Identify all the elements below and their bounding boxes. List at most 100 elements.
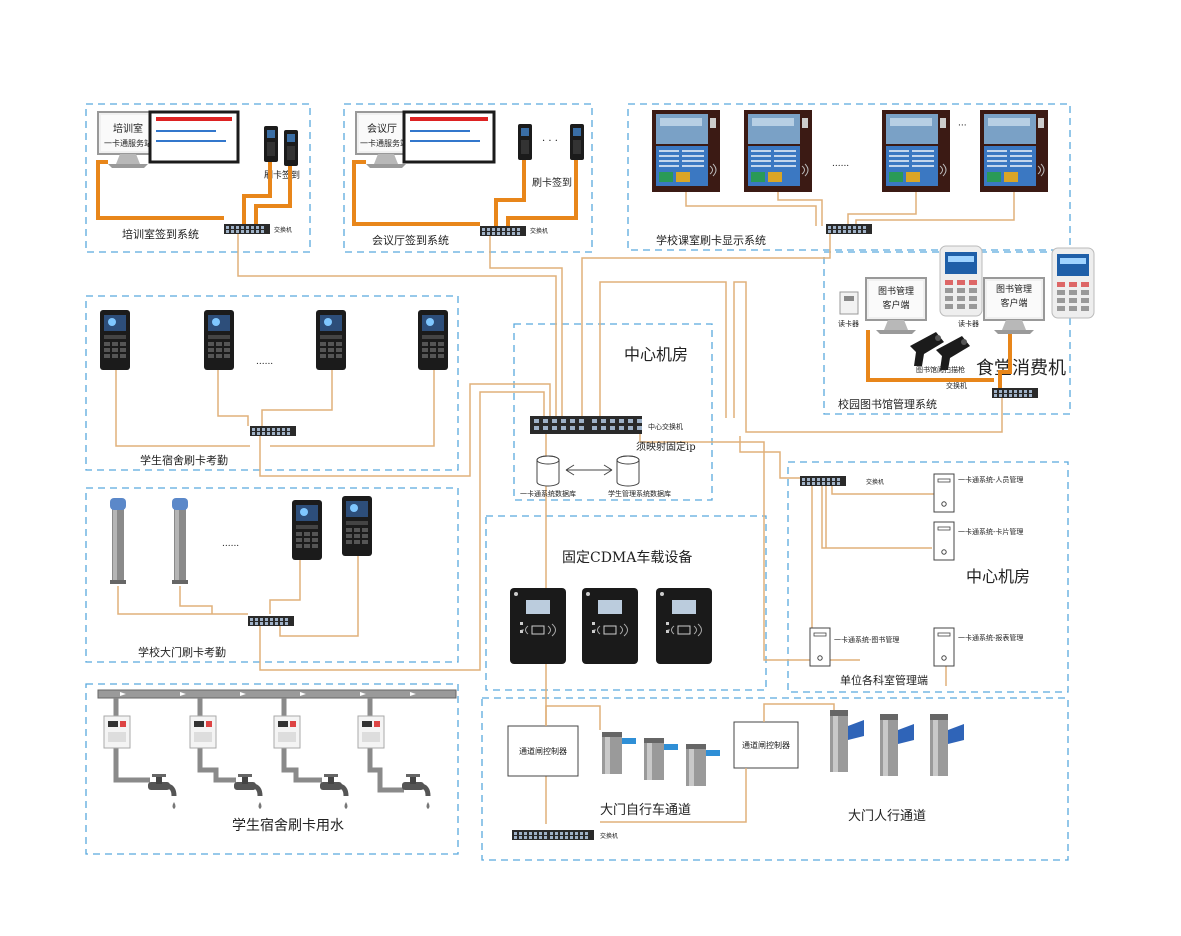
channel-bike-label: 大门自行车通道 (600, 802, 691, 818)
channel-system: 通道闸控制器 通道闸控制器 大门自行车通道 大门人行通道 交换机 (507, 703, 964, 840)
center-room: 中心机房 中心交换机 须映射固定ip 一卡通系统数据库 学生管理系统数据库 (520, 345, 696, 498)
dept-tower-1 (933, 473, 955, 513)
cdma-terminal-1 (509, 587, 567, 665)
water-unit-4 (357, 698, 430, 809)
dorm-title: 学生宿舍刷卡考勤 (140, 453, 228, 467)
switch-port (592, 419, 597, 423)
panel-channel (481, 697, 1069, 861)
switch-port (570, 419, 575, 423)
library-pos-1 (939, 245, 983, 317)
switch-port (619, 419, 624, 423)
training-switch (224, 224, 270, 234)
switch-port (610, 426, 615, 430)
gate-post-2 (172, 498, 188, 584)
dept-center-label: 中心机房 (966, 567, 1030, 586)
meeting-switch-label: 交换机 (530, 227, 548, 235)
cdma-system: 固定CDMA车载设备 (509, 549, 713, 665)
library-switch-label: 交换机 (946, 381, 967, 390)
switch-port (579, 419, 584, 423)
meeting-reader-label: 刷卡签到 (532, 176, 572, 189)
faucet-icon (320, 774, 348, 809)
water-title: 学生宿舍刷卡用水 (232, 817, 344, 834)
channel-turnstile-3 (930, 714, 964, 776)
water-system: 学生宿舍刷卡用水 (97, 689, 457, 834)
dept-pc1-label: 一卡通系统-人员管理 (958, 475, 1023, 484)
library-pos-2 (1051, 247, 1095, 319)
training-client-line1: 培训室 (113, 122, 143, 135)
center-switch (530, 416, 642, 434)
training-client-line2: 一卡通服务站 (104, 138, 152, 148)
cdma-terminal-2 (581, 587, 639, 665)
meeting-client-line2: 一卡通服务站 (360, 138, 408, 148)
library-client2-line1: 图书管理 (996, 283, 1032, 295)
dept-switch-label: 交换机 (866, 478, 884, 486)
meeting-client-line1: 会议厅 (367, 122, 397, 135)
center-db-1-label: 一卡通系统数据库 (520, 489, 576, 498)
switch-port (601, 426, 606, 430)
library-system: 读卡器 图书管理 客户端 读卡器 图书管理 客户端 图书馆阅扫描枪 食堂消费机 … (838, 245, 1095, 411)
panel-dorm (85, 295, 459, 471)
dept-pc4-label: 一卡通系统-报表管理 (958, 633, 1023, 642)
channel-bike-gate-1 (602, 732, 636, 774)
training-display-screen (148, 110, 240, 164)
dorm-reader-3 (316, 310, 346, 370)
water-unit-1 (103, 698, 176, 809)
library-scanner-label: 图书馆阅扫描枪 (916, 365, 965, 374)
channel-turnstile-1 (830, 710, 864, 772)
training-switch-label: 交换机 (274, 226, 292, 234)
switch-port (619, 426, 624, 430)
switch-port (637, 426, 642, 430)
meeting-title: 会议厅签到系统 (372, 233, 449, 247)
classroom-kiosk-3 (881, 109, 951, 193)
library-client1-line1: 图书管理 (878, 285, 914, 297)
meeting-reader-2 (570, 124, 584, 160)
channel-controller-1-box (507, 725, 579, 777)
faucet-icon (402, 774, 430, 809)
library-title: 校园图书馆管理系统 (838, 397, 937, 411)
center-db-2-label: 学生管理系统数据库 (608, 489, 671, 498)
center-db-1 (536, 455, 560, 487)
classroom-ellipsis: ...... (832, 159, 849, 169)
gate-post-1 (110, 498, 126, 584)
training-system: 培训室 一卡通服务站 刷卡签到 交换机 培训室签到系统 (96, 110, 300, 241)
panel-dept (787, 461, 1069, 693)
meeting-system: 会议厅 一卡通服务站 · · · 刷卡签到 交换机 会议厅签到系统 (352, 110, 584, 247)
library-canteen-label: 食堂消费机 (976, 358, 1066, 379)
meeting-reader-1 (518, 124, 532, 160)
center-ip-note: 须映射固定ip (636, 440, 696, 453)
switch-port (561, 419, 566, 423)
faucet-icon (148, 774, 176, 809)
dept-pc2-label: 一卡通系统-卡片管理 (958, 527, 1023, 536)
training-title: 培训室签到系统 (122, 227, 199, 241)
gate-reader-2 (342, 496, 372, 556)
panel-gate (85, 487, 459, 663)
classroom-kiosk-4 (979, 109, 1049, 193)
dept-title: 单位各科室管理端 (840, 673, 928, 687)
dorm-reader-1 (100, 310, 130, 370)
water-main-pipe (97, 689, 457, 699)
dept-switch (800, 476, 846, 486)
dept-system: 交换机 一卡通系统-人员管理 一卡通系统-卡片管理 中心机房 一卡通系统-图书管… (800, 473, 1030, 687)
gate-title: 学校大门刷卡考勤 (138, 645, 226, 659)
channel-controller-1: 通道闸控制器 (519, 746, 567, 756)
switch-port (628, 426, 633, 430)
switch-port (534, 426, 539, 430)
dorm-switch (250, 426, 296, 436)
channel-bike-gate-3 (686, 744, 720, 786)
panel-center (513, 323, 713, 501)
water-unit-2 (189, 698, 262, 809)
meeting-display-screen (402, 110, 496, 164)
panel-water (85, 683, 459, 855)
water-unit-3 (273, 698, 348, 809)
switch-port (552, 419, 557, 423)
dorm-system: ...... 学生宿舍刷卡考勤 (100, 310, 448, 467)
library-switch (992, 388, 1038, 398)
channel-controller-2-box (733, 721, 799, 769)
switch-port (592, 426, 597, 430)
meeting-switch (480, 226, 526, 236)
center-title: 中心机房 (624, 345, 688, 364)
gate-system: ...... 学校大门刷卡考勤 (110, 496, 372, 659)
switch-port (610, 419, 615, 423)
panel-training (85, 103, 311, 253)
dorm-reader-2 (204, 310, 234, 370)
